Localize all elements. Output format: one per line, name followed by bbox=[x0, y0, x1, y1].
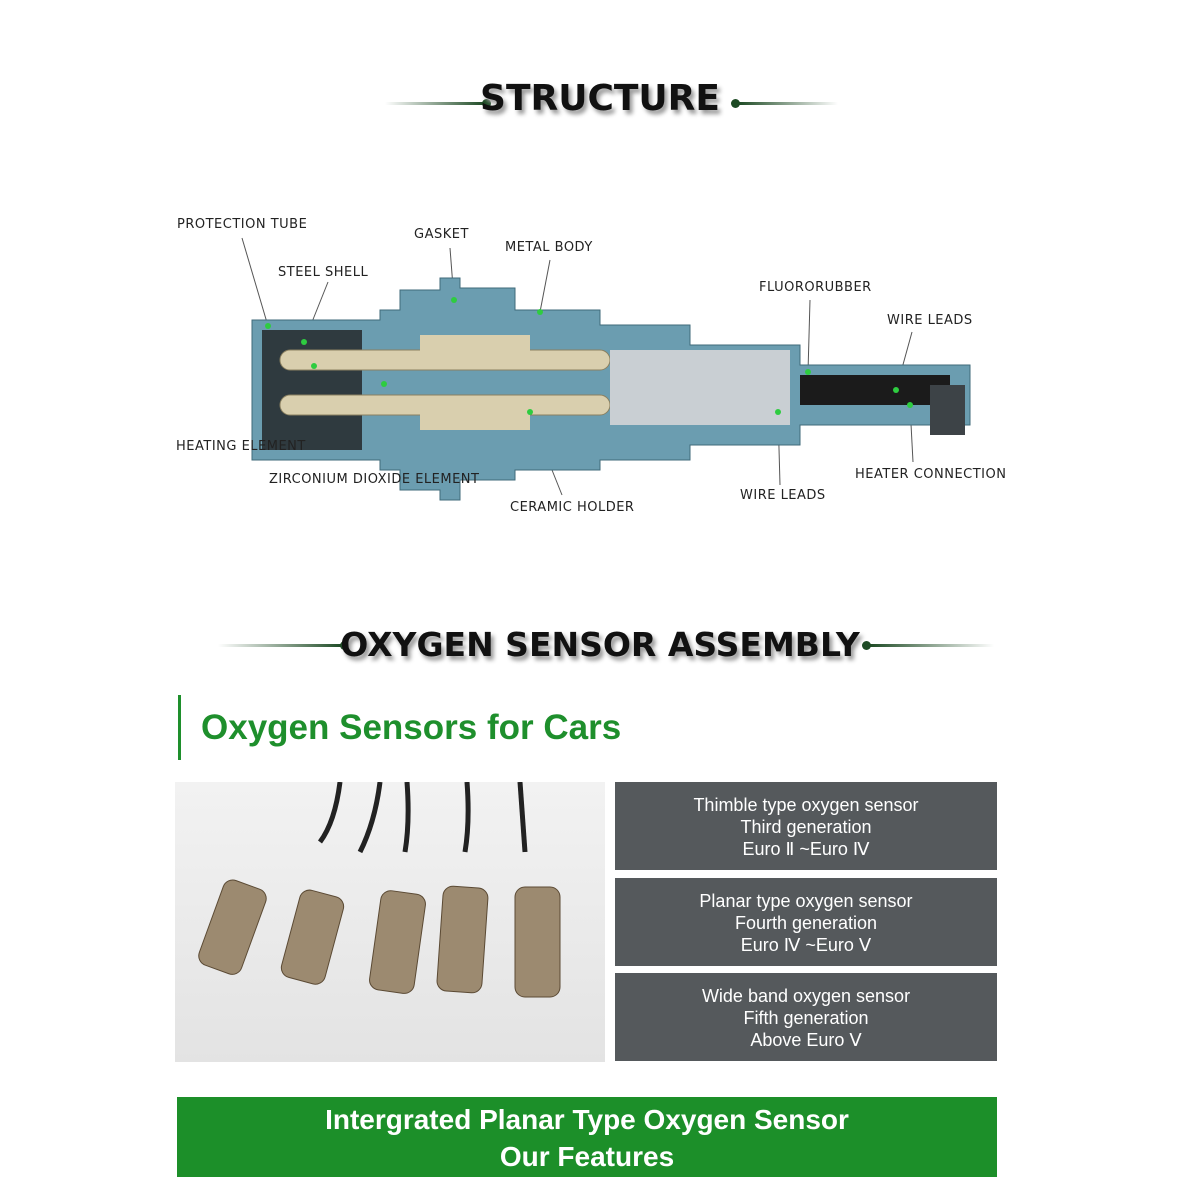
label-wire-leads-bottom: WIRE LEADS bbox=[740, 488, 826, 503]
label-heating-element: HEATING ELEMENT bbox=[176, 439, 306, 454]
label-heater-connection: HEATER CONNECTION bbox=[855, 467, 1007, 482]
structure-title: STRUCTURE bbox=[480, 78, 720, 119]
assembly-rule-left bbox=[218, 644, 343, 647]
label-zirconium: ZIRCONIUM DIOXIDE ELEMENT bbox=[269, 472, 480, 487]
card-type: Thimble type oxygen sensor bbox=[693, 795, 919, 815]
label-gasket: GASKET bbox=[414, 227, 469, 242]
sensor-type-card-thimble: Thimble type oxygen sensor Third generat… bbox=[615, 782, 997, 870]
sensor-type-card-wideband: Wide band oxygen sensor Fifth generation… bbox=[615, 973, 997, 1061]
banner-line-2: Our Features bbox=[499, 1141, 675, 1172]
sensor-type-card-planar: Planar type oxygen sensor Fourth generat… bbox=[615, 878, 997, 966]
features-banner: Intergrated Planar Type Oxygen Sensor Ou… bbox=[177, 1097, 997, 1177]
assembly-dot-right bbox=[862, 641, 871, 650]
sensors-photo bbox=[175, 781, 605, 1062]
card-generation: Third generation bbox=[740, 817, 872, 837]
banner-line-1: Intergrated Planar Type Oxygen Sensor bbox=[325, 1104, 849, 1135]
section-subtitle: Oxygen Sensors for Cars bbox=[178, 695, 621, 760]
sensor-cross-section-diagram bbox=[241, 237, 971, 501]
card-standard: Euro Ⅱ ~Euro Ⅳ bbox=[742, 839, 870, 859]
label-fluororubber: FLUORORUBBER bbox=[759, 280, 872, 295]
assembly-title: OXYGEN SENSOR ASSEMBLY bbox=[340, 625, 860, 664]
card-standard: Euro Ⅳ ~Euro Ⅴ bbox=[740, 935, 872, 955]
card-standard: Above Euro Ⅴ bbox=[750, 1030, 862, 1050]
assembly-rule-right bbox=[869, 644, 994, 647]
label-metal-body: METAL BODY bbox=[505, 240, 593, 255]
title-dot-right bbox=[731, 99, 740, 108]
label-ceramic-holder: CERAMIC HOLDER bbox=[510, 500, 635, 515]
title-rule-right bbox=[738, 102, 838, 105]
label-steel-shell: STEEL SHELL bbox=[278, 265, 369, 280]
card-type: Wide band oxygen sensor bbox=[701, 986, 911, 1006]
label-protection-tube: PROTECTION TUBE bbox=[177, 217, 308, 232]
card-generation: Fourth generation bbox=[734, 913, 878, 933]
card-type: Planar type oxygen sensor bbox=[699, 891, 913, 911]
title-rule-left bbox=[385, 102, 485, 105]
card-generation: Fifth generation bbox=[743, 1008, 869, 1028]
title-dot-left bbox=[482, 99, 491, 108]
assembly-dot-left bbox=[340, 641, 349, 650]
label-wire-leads-top: WIRE LEADS bbox=[887, 313, 973, 328]
